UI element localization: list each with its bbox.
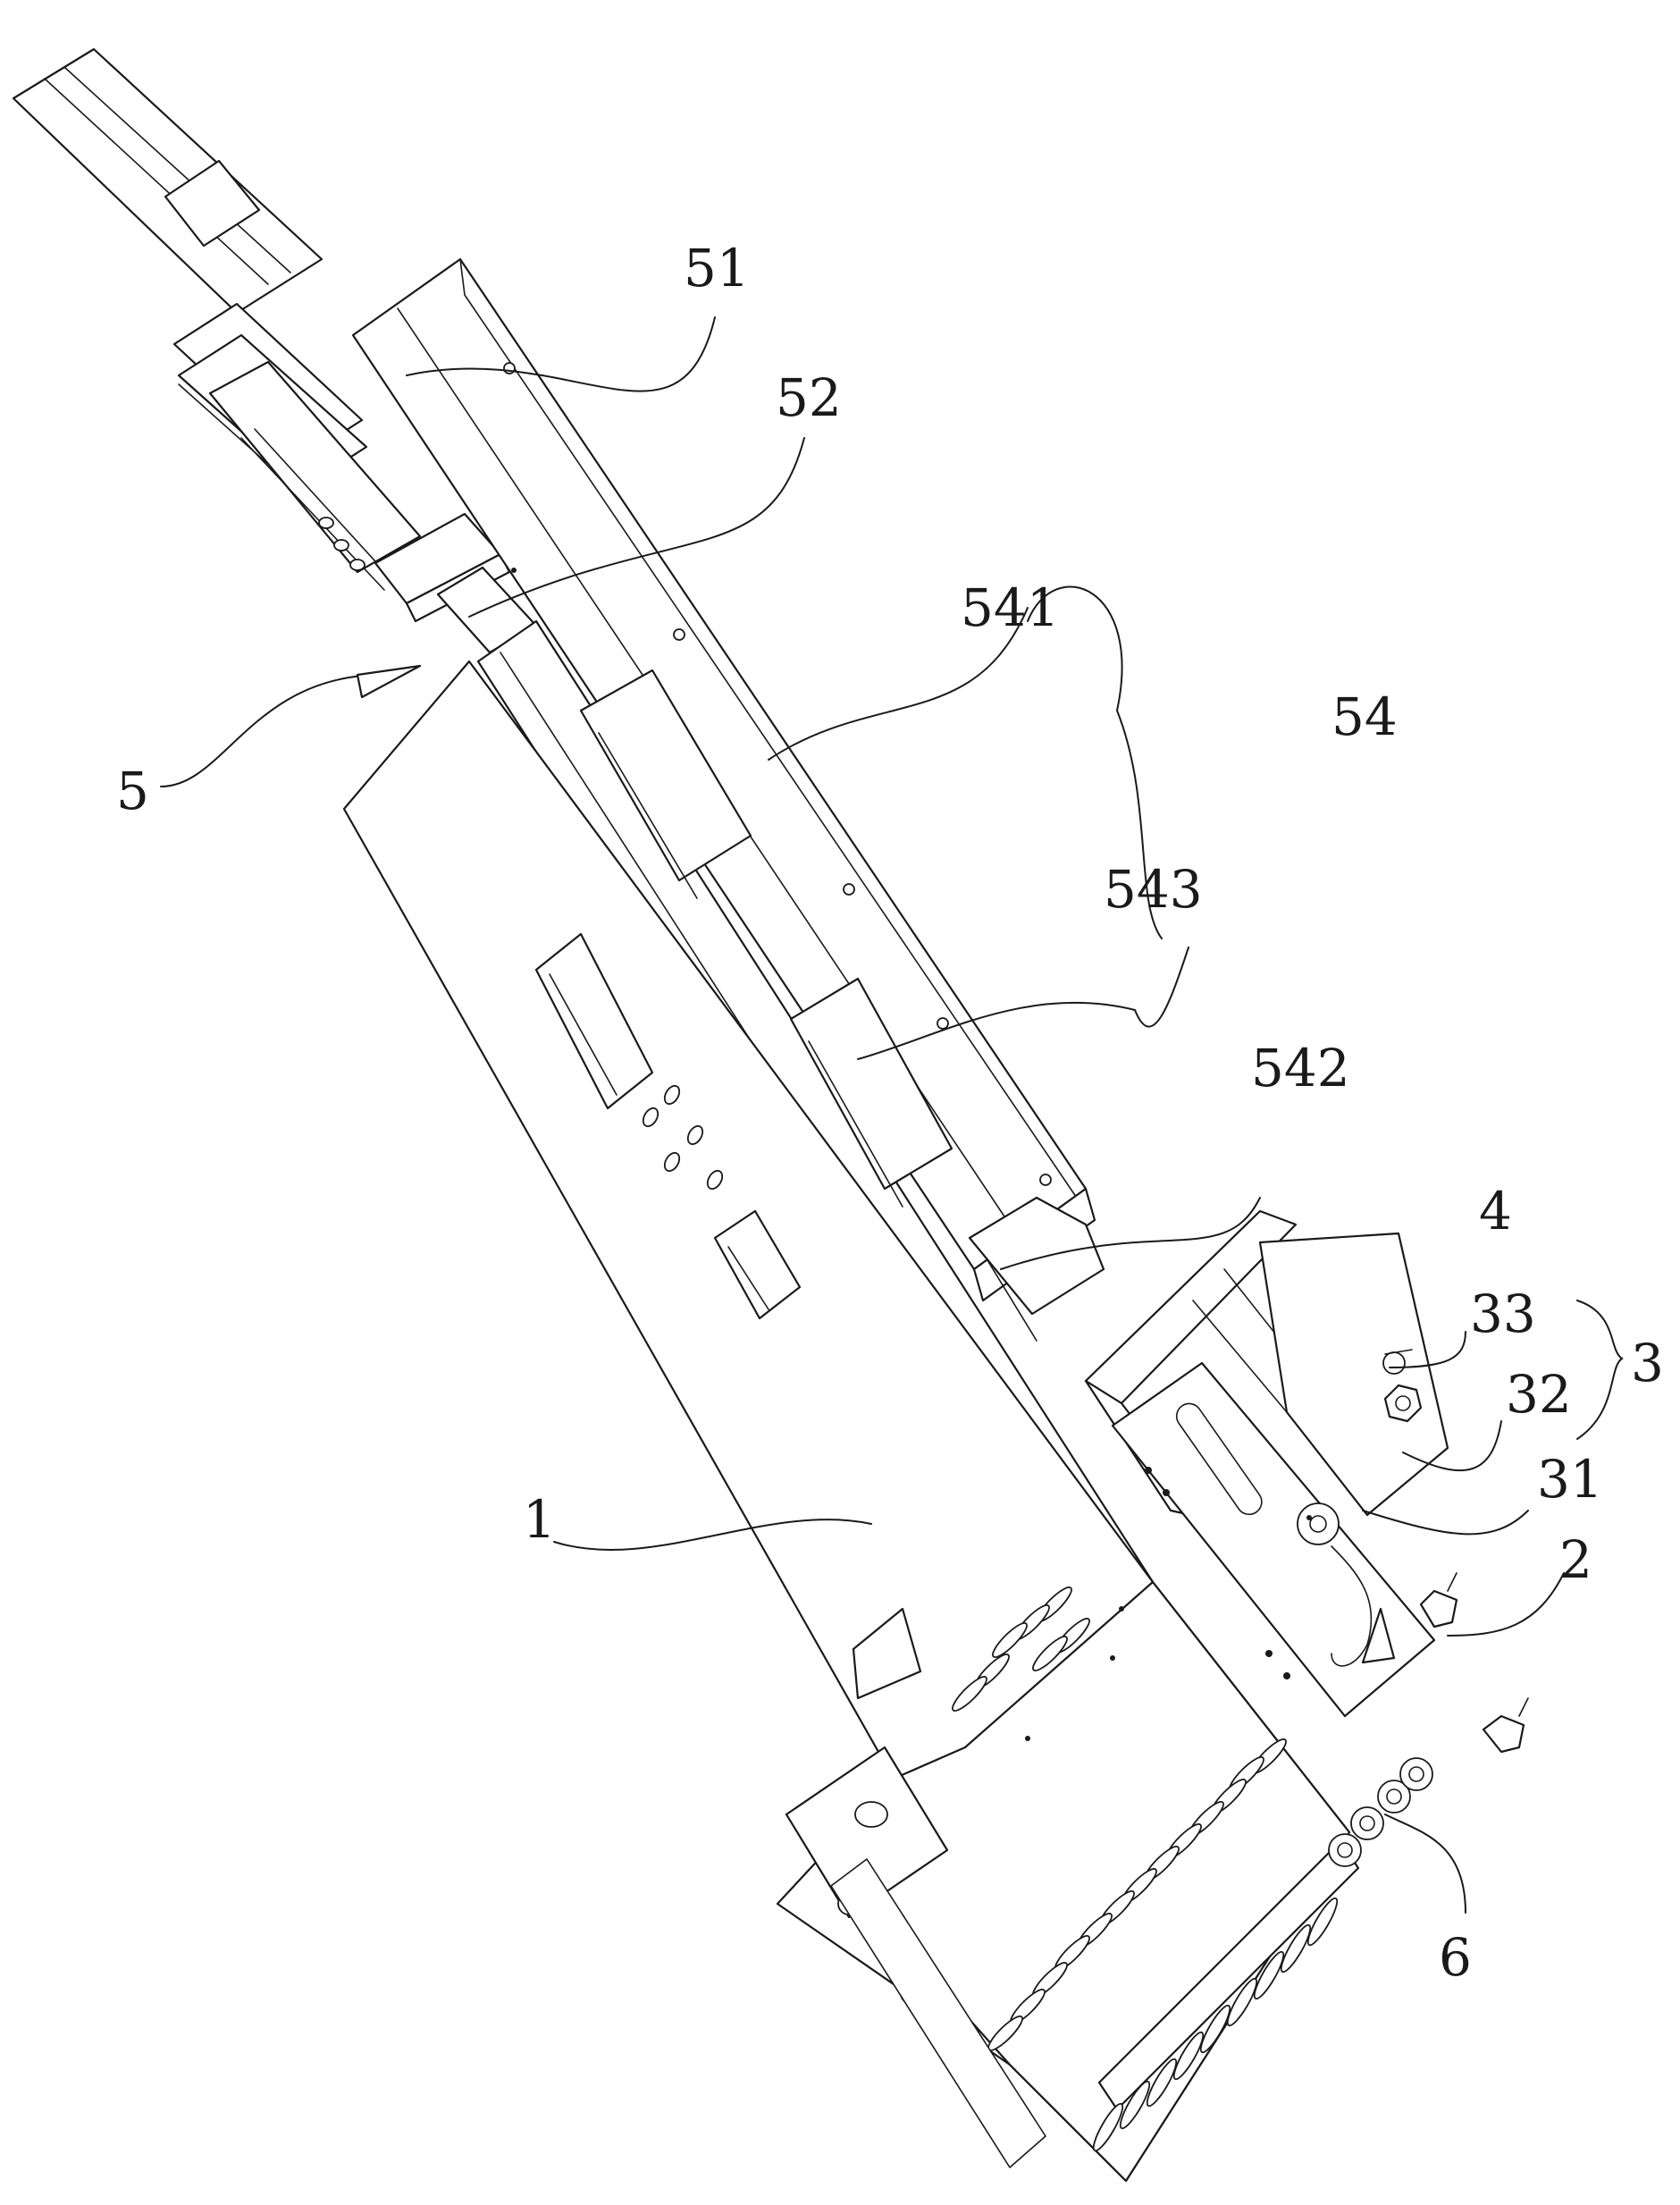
label-541: 541 — [961, 577, 1060, 638]
label-31: 31 — [1537, 1449, 1603, 1510]
label-52: 52 — [776, 367, 842, 428]
leader-51 — [406, 316, 716, 392]
label-5: 5 — [116, 761, 149, 821]
fitting-top — [1419, 1589, 1458, 1629]
left-edge-bolts — [830, 1858, 1046, 2168]
label-1: 1 — [523, 1489, 556, 1550]
leader-6 — [1384, 1814, 1466, 1914]
slide-plate — [1111, 1361, 1436, 1718]
cam-assembly — [1111, 1361, 1529, 1754]
leader-543 — [857, 947, 1189, 1060]
bracket — [852, 1607, 922, 1700]
slider-block-a — [579, 669, 752, 882]
bottom-ribs — [1092, 1839, 1360, 2152]
label-51: 51 — [684, 238, 750, 299]
fastener-33 — [1382, 1351, 1406, 1375]
leader-542 — [1000, 1197, 1261, 1270]
leader-31 — [1362, 1510, 1529, 1536]
frame-4-plate — [1258, 1232, 1449, 1517]
leader-32 — [1402, 1420, 1502, 1472]
leader-541 — [768, 607, 1029, 761]
leader-1 — [553, 1519, 872, 1551]
label-2: 2 — [1559, 1529, 1592, 1590]
plate-block — [713, 1209, 802, 1320]
label-54: 54 — [1331, 686, 1398, 747]
leader-54 — [1027, 585, 1163, 939]
rollers-6 — [1328, 1757, 1433, 1867]
lower-plate — [785, 1580, 1360, 2183]
leader-5 — [160, 674, 376, 787]
slot-holes — [952, 1586, 1287, 2051]
leader-33 — [1389, 1331, 1466, 1368]
motor-window — [164, 159, 261, 248]
slider-block-543 — [789, 977, 953, 1191]
label-32: 32 — [1506, 1364, 1572, 1425]
leader-lines — [160, 316, 1624, 1914]
label-33: 33 — [1470, 1283, 1536, 1344]
label-6: 6 — [1439, 1927, 1472, 1988]
cam-31 — [1297, 1502, 1340, 1545]
arm-arrow — [1361, 1607, 1396, 1664]
fitting-bottom — [1482, 1714, 1525, 1754]
label-543: 543 — [1104, 859, 1203, 920]
brace-3 — [1576, 1300, 1624, 1440]
arrow-5 — [356, 664, 422, 699]
labels: 51 52 541 54 543 542 4 33 3 32 31 2 1 5 … — [116, 238, 1664, 1988]
coupling-assembly — [208, 360, 538, 654]
nut — [1383, 1384, 1423, 1423]
handle-window — [534, 932, 654, 1110]
label-542: 542 — [1251, 1038, 1350, 1098]
label-3: 3 — [1631, 1333, 1664, 1393]
leader-2 — [1447, 1572, 1565, 1637]
label-4: 4 — [1479, 1181, 1512, 1241]
leader-52 — [468, 437, 805, 618]
